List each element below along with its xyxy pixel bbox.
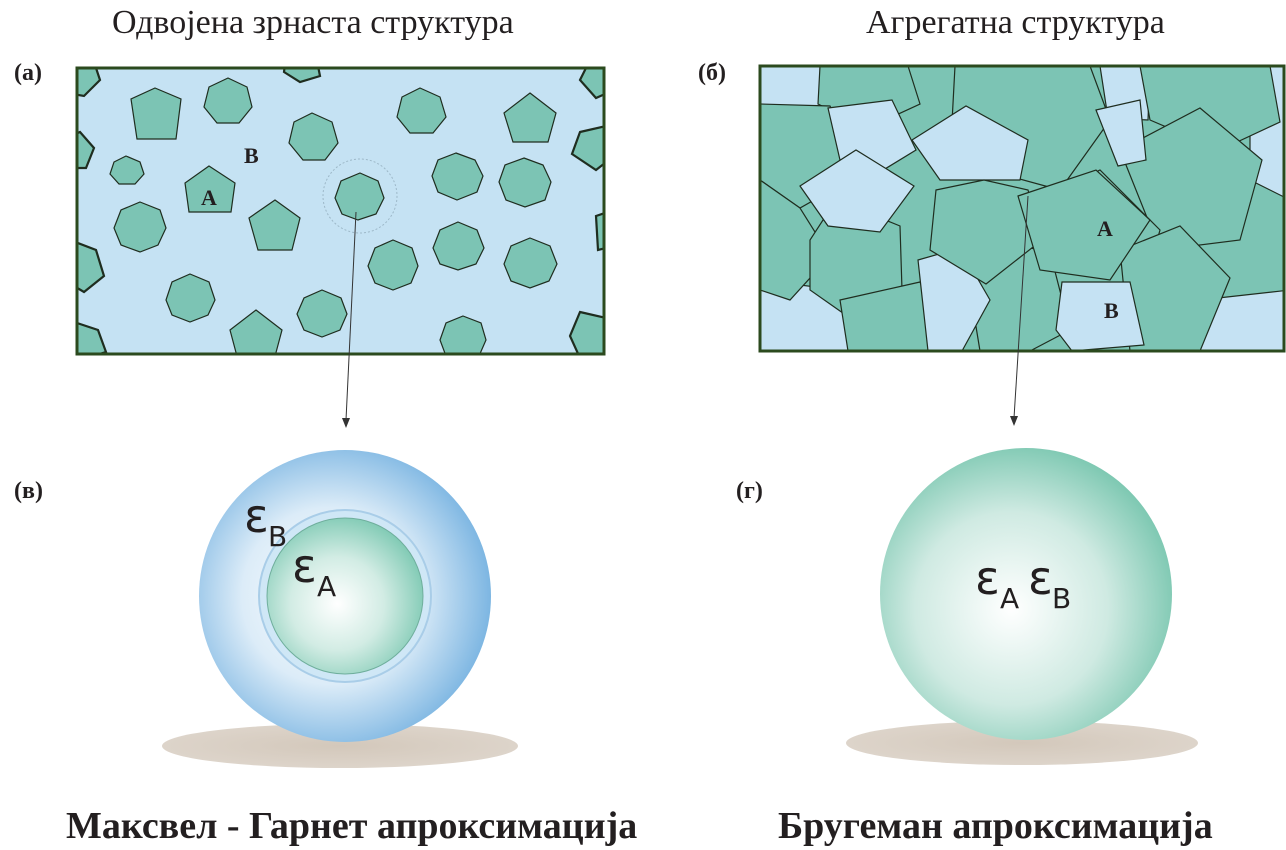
panel-a-separated-grains: A B: [75, 66, 606, 356]
bruggeman-sphere: ε A ε B: [846, 448, 1198, 765]
aggregate-grains: [760, 66, 1284, 351]
epsilon-b-subscript-right: B: [1052, 582, 1071, 615]
epsilon-b-subscript: B: [268, 520, 287, 553]
grain: [184, 165, 236, 213]
arrow-right: [1013, 195, 1029, 419]
effective-sphere: [880, 448, 1172, 740]
label-a-right: A: [1097, 216, 1113, 241]
panel-letter-g: (г): [736, 478, 763, 504]
selection-circle: [322, 158, 398, 234]
inner-sphere: [266, 517, 424, 675]
arrow-left: [345, 211, 357, 421]
panel-b-frame: [758, 64, 1286, 353]
left-heading: Одвојена зрнаста структура: [112, 4, 514, 41]
epsilon-a-subscript-right: A: [1000, 582, 1019, 615]
epsilon-a-symbol-right: ε: [975, 551, 1000, 605]
right-caption: Бругеман апроксимација: [778, 805, 1213, 847]
panel-letter-v: (в): [14, 478, 43, 504]
grains-a: [77, 68, 604, 354]
left-caption: Максвел - Гарнет апроксимација: [66, 805, 638, 847]
panel-b-aggregate: A B: [758, 64, 1286, 353]
panel-letter-b: (б): [698, 60, 726, 86]
shadow-left: [162, 724, 518, 768]
arrows: [342, 195, 1029, 428]
label-a-left: A: [201, 185, 217, 210]
shadow-right: [846, 721, 1198, 765]
grain: [130, 87, 182, 140]
maxwell-garnett-sphere: ε B ε A: [162, 450, 518, 768]
panel-a-frame: [75, 66, 606, 356]
label-b-right: B: [1104, 298, 1119, 323]
epsilon-b-symbol-right: ε: [1028, 551, 1053, 605]
epsilon-b-symbol: ε: [244, 489, 269, 543]
label-b-left: B: [244, 143, 259, 168]
epsilon-a-subscript: A: [317, 570, 336, 603]
panel-letter-a: (а): [14, 60, 42, 86]
right-heading: Агрегатна структура: [866, 4, 1165, 41]
epsilon-a-symbol: ε: [292, 539, 317, 593]
